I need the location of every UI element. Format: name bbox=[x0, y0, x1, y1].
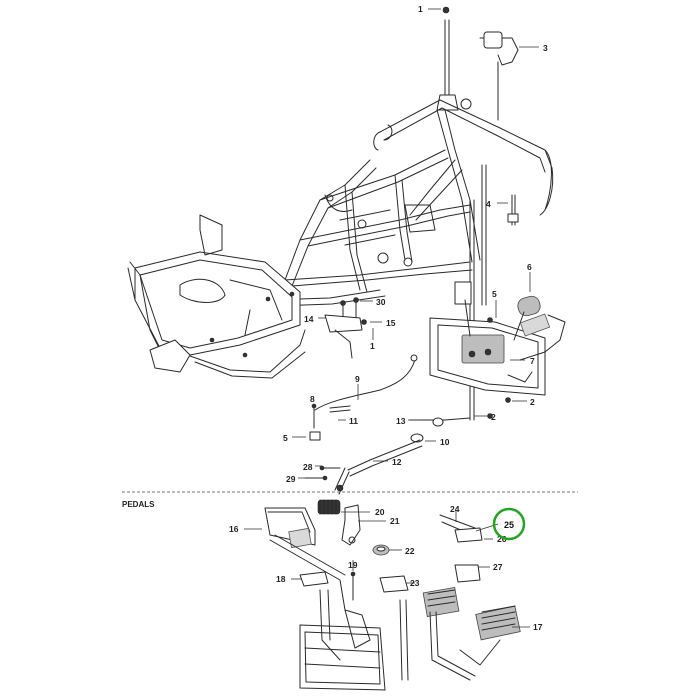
callout-22: 22 bbox=[405, 546, 415, 556]
callout-5-left: 5 bbox=[283, 433, 288, 443]
pedal-assembly-upper bbox=[429, 281, 566, 419]
callout-30: 30 bbox=[376, 297, 386, 307]
callout-13: 13 bbox=[396, 416, 406, 426]
callout-4: 4 bbox=[486, 199, 491, 209]
callout-3: 3 bbox=[543, 43, 548, 53]
callout-2-lower: 2 bbox=[491, 412, 496, 422]
callout-15: 15 bbox=[386, 318, 396, 328]
callout-25[interactable]: 25 bbox=[504, 520, 514, 530]
callout-17: 17 bbox=[533, 622, 543, 632]
callout-20: 20 bbox=[375, 507, 385, 517]
highlighted-callout-25[interactable]: 25 bbox=[492, 507, 526, 541]
callout-labels-lower: 20 21 16 22 19 18 23 24 26 27 17 bbox=[229, 504, 543, 632]
callout-labels-upper: 1 3 4 5 6 7 2 2 30 14 15 1 9 8 11 5 13 1… bbox=[283, 4, 548, 484]
callout-24: 24 bbox=[450, 504, 460, 514]
callout-19: 19 bbox=[348, 560, 358, 570]
callout-21: 21 bbox=[390, 516, 400, 526]
callout-14: 14 bbox=[304, 314, 314, 324]
callout-23: 23 bbox=[410, 578, 420, 588]
callout-5: 5 bbox=[492, 289, 497, 299]
callout-9: 9 bbox=[355, 374, 360, 384]
callout-16: 16 bbox=[229, 524, 239, 534]
callout-8: 8 bbox=[310, 394, 315, 404]
cable-parts bbox=[304, 297, 471, 495]
callout-28: 28 bbox=[303, 462, 313, 472]
callout-1: 1 bbox=[418, 4, 423, 14]
frame-assembly bbox=[127, 6, 554, 421]
callout-12: 12 bbox=[392, 457, 402, 467]
callout-1-mid: 1 bbox=[370, 341, 375, 351]
highlight-ring bbox=[492, 507, 526, 541]
callout-18: 18 bbox=[276, 574, 286, 584]
callout-11: 11 bbox=[349, 416, 358, 426]
callout-26: 26 bbox=[497, 534, 507, 544]
callout-2-right: 2 bbox=[530, 397, 535, 407]
callout-29: 29 bbox=[286, 474, 296, 484]
callout-10: 10 bbox=[440, 437, 450, 447]
callout-7: 7 bbox=[530, 356, 535, 366]
callout-6: 6 bbox=[527, 262, 532, 272]
pedals-exploded-view bbox=[264, 499, 521, 691]
callout-leaders bbox=[292, 8, 539, 479]
section-title: PEDALS bbox=[122, 500, 155, 509]
callout-27: 27 bbox=[493, 562, 503, 572]
